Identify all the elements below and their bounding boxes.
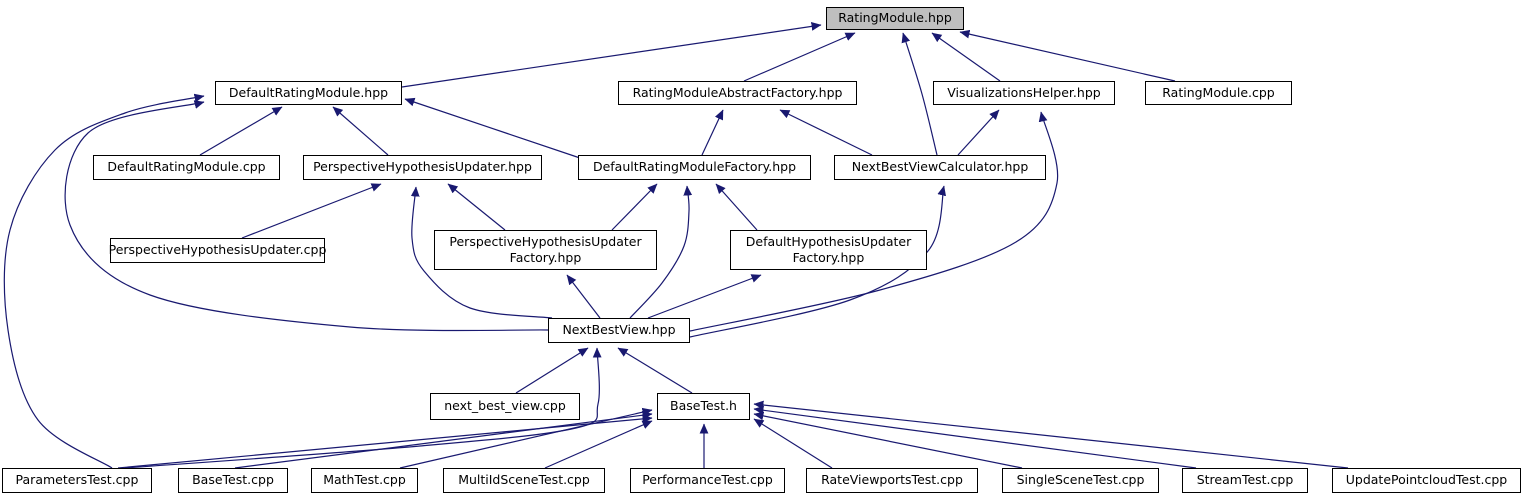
edge-NextBestViewCalculator.hpp--includes--VisualizationsHelper.hpp <box>957 109 1000 156</box>
edge-RatingModule.cpp--includes--RatingModule.hpp <box>959 29 1176 82</box>
edge-NextBestViewCalculator.hpp--includes--RatingModuleAbstractFactory.hpp <box>779 109 873 156</box>
edge-SingleSceneTest.cpp--includes--BaseTest.h <box>753 411 1023 469</box>
edge-RatingModuleAbstractFactory.hpp--includes--RatingModule.hpp <box>743 32 856 82</box>
node-next-best-view-cpp[interactable]: next_best_view.cpp <box>430 393 580 420</box>
edge-NextBestView.hpp--includes--DefaultHypothesisUpdaterFactory.hpp <box>647 274 762 319</box>
edge-ParametersTest.cpp--includes--DefaultRatingModule.hpp <box>3 93 205 469</box>
node-perspective-hypothesis-updater-factory-hpp[interactable]: PerspectiveHypothesisUpdater Factory.hpp <box>434 230 657 270</box>
edge-DefaultRatingModuleFactory.hpp--includes--DefaultRatingModule.hpp <box>404 97 581 159</box>
edge-UpdatePointcloudTest.cpp--includes--BaseTest.h <box>753 400 1349 469</box>
edge-NextBestView.hpp--includes--VisualizationsHelper.hpp <box>689 111 1059 332</box>
node-default-rating-module-cpp[interactable]: DefaultRatingModule.cpp <box>93 155 280 180</box>
node-performance-test-cpp[interactable]: PerformanceTest.cpp <box>630 468 785 493</box>
edge-DefaultRatingModuleFactory.hpp--includes--RatingModuleAbstractFactory.hpp <box>701 109 724 156</box>
edge-MathTest.cpp--includes--BaseTest.h <box>399 407 653 469</box>
edge-RateViewportsTest.cpp--includes--BaseTest.h <box>753 418 833 469</box>
node-base-test-cpp[interactable]: BaseTest.cpp <box>178 468 288 493</box>
node-update-pointcloud-test-cpp[interactable]: UpdatePointcloudTest.cpp <box>1332 468 1521 493</box>
edge-NextBestView.hpp--includes--DefaultRatingModule.hpp <box>64 100 549 332</box>
edge-ParametersTest.cpp--includes--NextBestView.hpp <box>124 347 602 469</box>
node-perspective-hypothesis-updater-cpp[interactable]: PerspectiveHypothesisUpdater.cpp <box>109 238 326 263</box>
edge-PerspectiveHypothesisUpdater.cpp--includes--PerspectiveHypothesisUpdater.hpp <box>241 183 382 239</box>
edge-BaseTest.h--includes--NextBestView.hpp <box>617 347 693 394</box>
edge-NextBestView.hpp--includes--PerspectiveHypothesisUpdaterFactory.hpp <box>566 274 601 319</box>
node-perspective-hypothesis-updater-hpp[interactable]: PerspectiveHypothesisUpdater.hpp <box>303 155 542 180</box>
node-next-best-view-calculator-hpp[interactable]: NextBestViewCalculator.hpp <box>834 155 1046 180</box>
node-multi-id-scene-test-cpp[interactable]: MultiIdSceneTest.cpp <box>443 468 605 493</box>
node-rating-module-abstract-factory-hpp[interactable]: RatingModuleAbstractFactory.hpp <box>618 81 857 105</box>
edge-DefaultHypothesisUpdaterFactory.hpp--includes--DefaultRatingModuleFactory.hpp <box>715 183 758 231</box>
node-base-test-h[interactable]: BaseTest.h <box>657 393 750 420</box>
edge-NextBestView.hpp--includes--DefaultRatingModuleFactory.hpp <box>629 185 693 319</box>
edge-NextBestViewCalculator.hpp--includes--RatingModule.hpp <box>901 32 938 156</box>
edge-BaseTest.cpp--includes--BaseTest.h <box>234 410 653 469</box>
node-rating-module-hpp: RatingModule.hpp <box>826 7 964 30</box>
edge-next_best_view.cpp--includes--NextBestView.hpp <box>515 347 589 394</box>
edge-PerspectiveHypothesisUpdaterFactory.hpp--includes--DefaultRatingModuleFactory.hpp <box>611 183 658 231</box>
edge-PerspectiveHypothesisUpdaterFactory.hpp--includes--PerspectiveHypothesisUpdater.hpp <box>447 183 506 231</box>
node-default-hypothesis-updater-factory-hpp[interactable]: DefaultHypothesisUpdater Factory.hpp <box>730 230 927 270</box>
edge-NextBestView.hpp--includes--NextBestViewCalculator.hpp <box>689 185 947 338</box>
edge-NextBestView.hpp--includes--PerspectiveHypothesisUpdater.hpp <box>410 186 553 319</box>
node-math-test-cpp[interactable]: MathTest.cpp <box>311 468 418 493</box>
edge-StreamTest.cpp--includes--BaseTest.h <box>753 405 1197 469</box>
node-rate-viewports-test-cpp[interactable]: RateViewportsTest.cpp <box>806 468 978 493</box>
node-default-rating-module-hpp[interactable]: DefaultRatingModule.hpp <box>215 81 402 105</box>
edge-MultiIdSceneTest.cpp--includes--BaseTest.h <box>544 420 653 469</box>
edge-PerspectiveHypothesisUpdater.hpp--includes--DefaultRatingModule.hpp <box>332 106 389 156</box>
edge-VisualizationsHelper.hpp--includes--RatingModule.hpp <box>931 32 1001 82</box>
edge-DefaultRatingModule.hpp--includes--RatingModule.hpp <box>401 22 822 88</box>
edge-DefaultRatingModule.cpp--includes--DefaultRatingModule.hpp <box>199 106 283 156</box>
node-parameters-test-cpp[interactable]: ParametersTest.cpp <box>2 468 152 493</box>
node-next-best-view-hpp[interactable]: NextBestView.hpp <box>548 318 690 343</box>
node-default-rating-module-factory-hpp[interactable]: DefaultRatingModuleFactory.hpp <box>578 155 811 180</box>
node-visualizations-helper-hpp[interactable]: VisualizationsHelper.hpp <box>933 81 1115 105</box>
edge-ParametersTest.cpp--includes--BaseTest.h <box>117 414 653 469</box>
node-rating-module-cpp[interactable]: RatingModule.cpp <box>1145 81 1292 105</box>
node-single-scene-test-cpp[interactable]: SingleSceneTest.cpp <box>1002 468 1159 493</box>
node-stream-test-cpp[interactable]: StreamTest.cpp <box>1182 468 1308 493</box>
